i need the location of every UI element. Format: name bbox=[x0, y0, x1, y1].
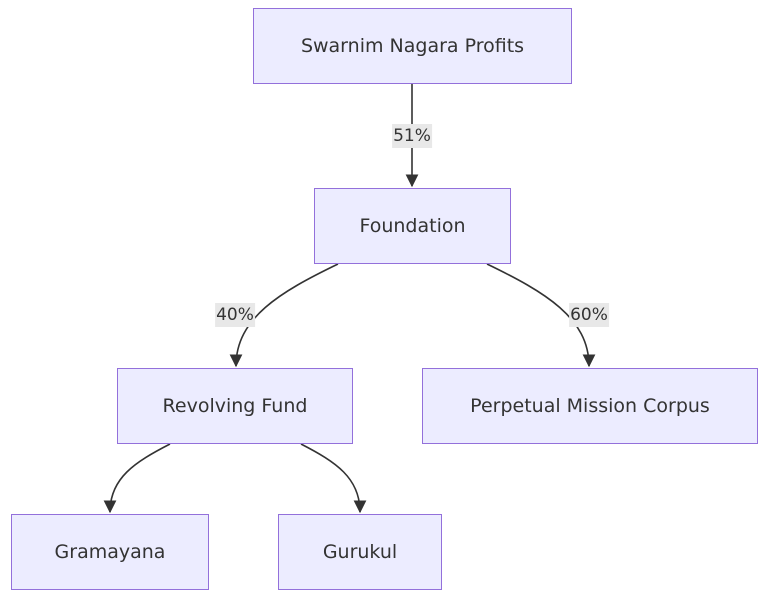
edge-label-profits-foundation: 51% bbox=[392, 124, 432, 148]
edge-revolving-gurukul bbox=[300, 443, 367, 514]
edge-foundation-revolving bbox=[229, 263, 339, 368]
node-label: Revolving Fund bbox=[162, 395, 308, 417]
node-revolving-fund: Revolving Fund bbox=[117, 368, 353, 444]
edge-revolving-gramayana bbox=[103, 443, 171, 514]
edge-foundation-corpus bbox=[486, 263, 596, 368]
node-label: Gurukul bbox=[322, 541, 398, 563]
node-gramayana: Gramayana bbox=[11, 514, 209, 590]
node-swarnim-nagara-profits: Swarnim Nagara Profits bbox=[253, 8, 572, 84]
node-perpetual-mission-corpus: Perpetual Mission Corpus bbox=[422, 368, 758, 444]
node-label: Gramayana bbox=[54, 541, 166, 563]
node-label: Perpetual Mission Corpus bbox=[470, 395, 710, 417]
node-gurukul: Gurukul bbox=[278, 514, 442, 590]
edge-label-foundation-revolving: 40% bbox=[215, 303, 255, 327]
node-label: Swarnim Nagara Profits bbox=[300, 35, 525, 57]
node-label: Foundation bbox=[359, 215, 466, 237]
node-foundation: Foundation bbox=[314, 188, 511, 264]
edge-label-foundation-corpus: 60% bbox=[569, 303, 609, 327]
